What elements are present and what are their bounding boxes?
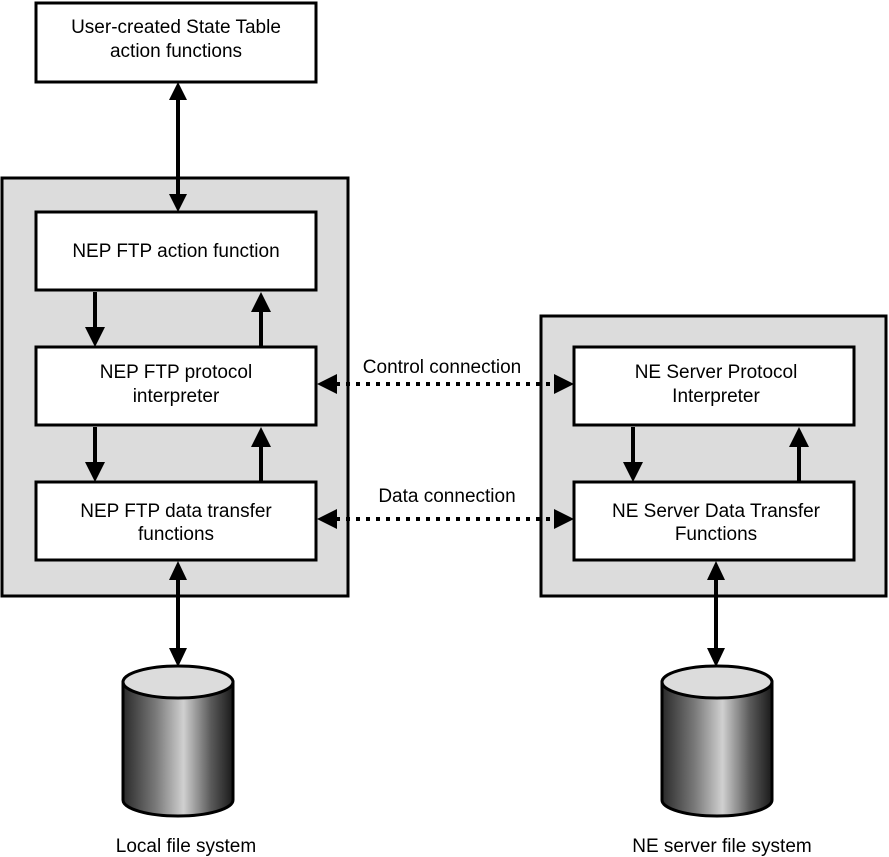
ne-data-box bbox=[572, 480, 856, 562]
ne-data-line2: Functions bbox=[675, 524, 757, 545]
nep-action-box bbox=[34, 210, 318, 292]
nep-protocol-box bbox=[34, 345, 318, 427]
local-storage-label: Local file system bbox=[116, 836, 256, 857]
nep-data-box bbox=[34, 480, 318, 562]
ne-storage-link-arrow bbox=[707, 561, 725, 667]
data-connection-arrow bbox=[317, 509, 574, 529]
control-connection-label: Control connection bbox=[363, 357, 521, 378]
nep-protocol-line1: NEP FTP protocol bbox=[100, 362, 252, 383]
ne-protocol-box bbox=[572, 345, 856, 427]
ne-data-to-protocol-arrow bbox=[789, 427, 809, 482]
ne-storage-label: NE server file system bbox=[632, 836, 811, 857]
user-action-link-arrow bbox=[169, 82, 187, 212]
user-action-line1: User-created State Table bbox=[71, 17, 281, 38]
user-action-box bbox=[34, 1, 318, 84]
data-connection-label: Data connection bbox=[378, 486, 515, 507]
control-connection-arrow bbox=[317, 374, 574, 394]
protocol-to-action-arrow bbox=[251, 292, 271, 347]
local-storage-link-arrow bbox=[169, 561, 187, 667]
local-storage-cylinder-icon bbox=[121, 664, 235, 818]
nep-data-line1: NEP FTP data transfer bbox=[80, 501, 272, 522]
ne-storage-cylinder-icon bbox=[660, 664, 774, 818]
protocol-to-data-arrow bbox=[85, 427, 105, 482]
ne-protocol-line1: NE Server Protocol bbox=[635, 362, 798, 383]
ne-protocol-line2: Interpreter bbox=[672, 386, 760, 407]
ne-protocol-to-data-arrow bbox=[623, 427, 643, 482]
nep-data-line2: functions bbox=[138, 524, 214, 545]
nep-action-label: NEP FTP action function bbox=[72, 241, 279, 262]
action-to-protocol-arrow bbox=[85, 292, 105, 347]
nep-protocol-line2: interpreter bbox=[133, 386, 220, 407]
user-action-line2: action functions bbox=[110, 41, 242, 62]
data-to-protocol-arrow bbox=[251, 427, 271, 482]
ne-data-line1: NE Server Data Transfer bbox=[612, 501, 821, 522]
